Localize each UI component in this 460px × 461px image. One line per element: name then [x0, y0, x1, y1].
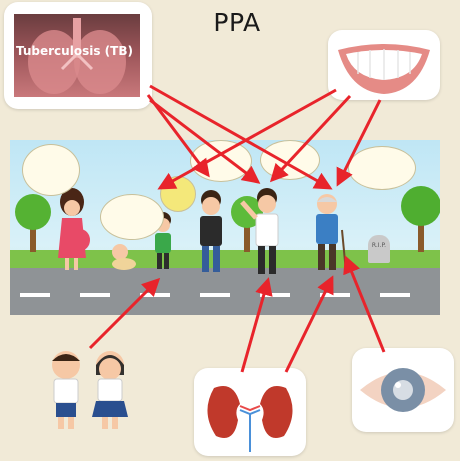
arrow-kidney-1: [242, 280, 268, 372]
arrow-eye: [346, 258, 384, 352]
arrow-tb-elderly: [150, 86, 330, 188]
arrow-mouth-2: [272, 96, 350, 180]
arrow-mouth-3: [338, 100, 380, 184]
arrow-children: [90, 280, 158, 348]
arrow-kidney-2: [286, 278, 332, 372]
